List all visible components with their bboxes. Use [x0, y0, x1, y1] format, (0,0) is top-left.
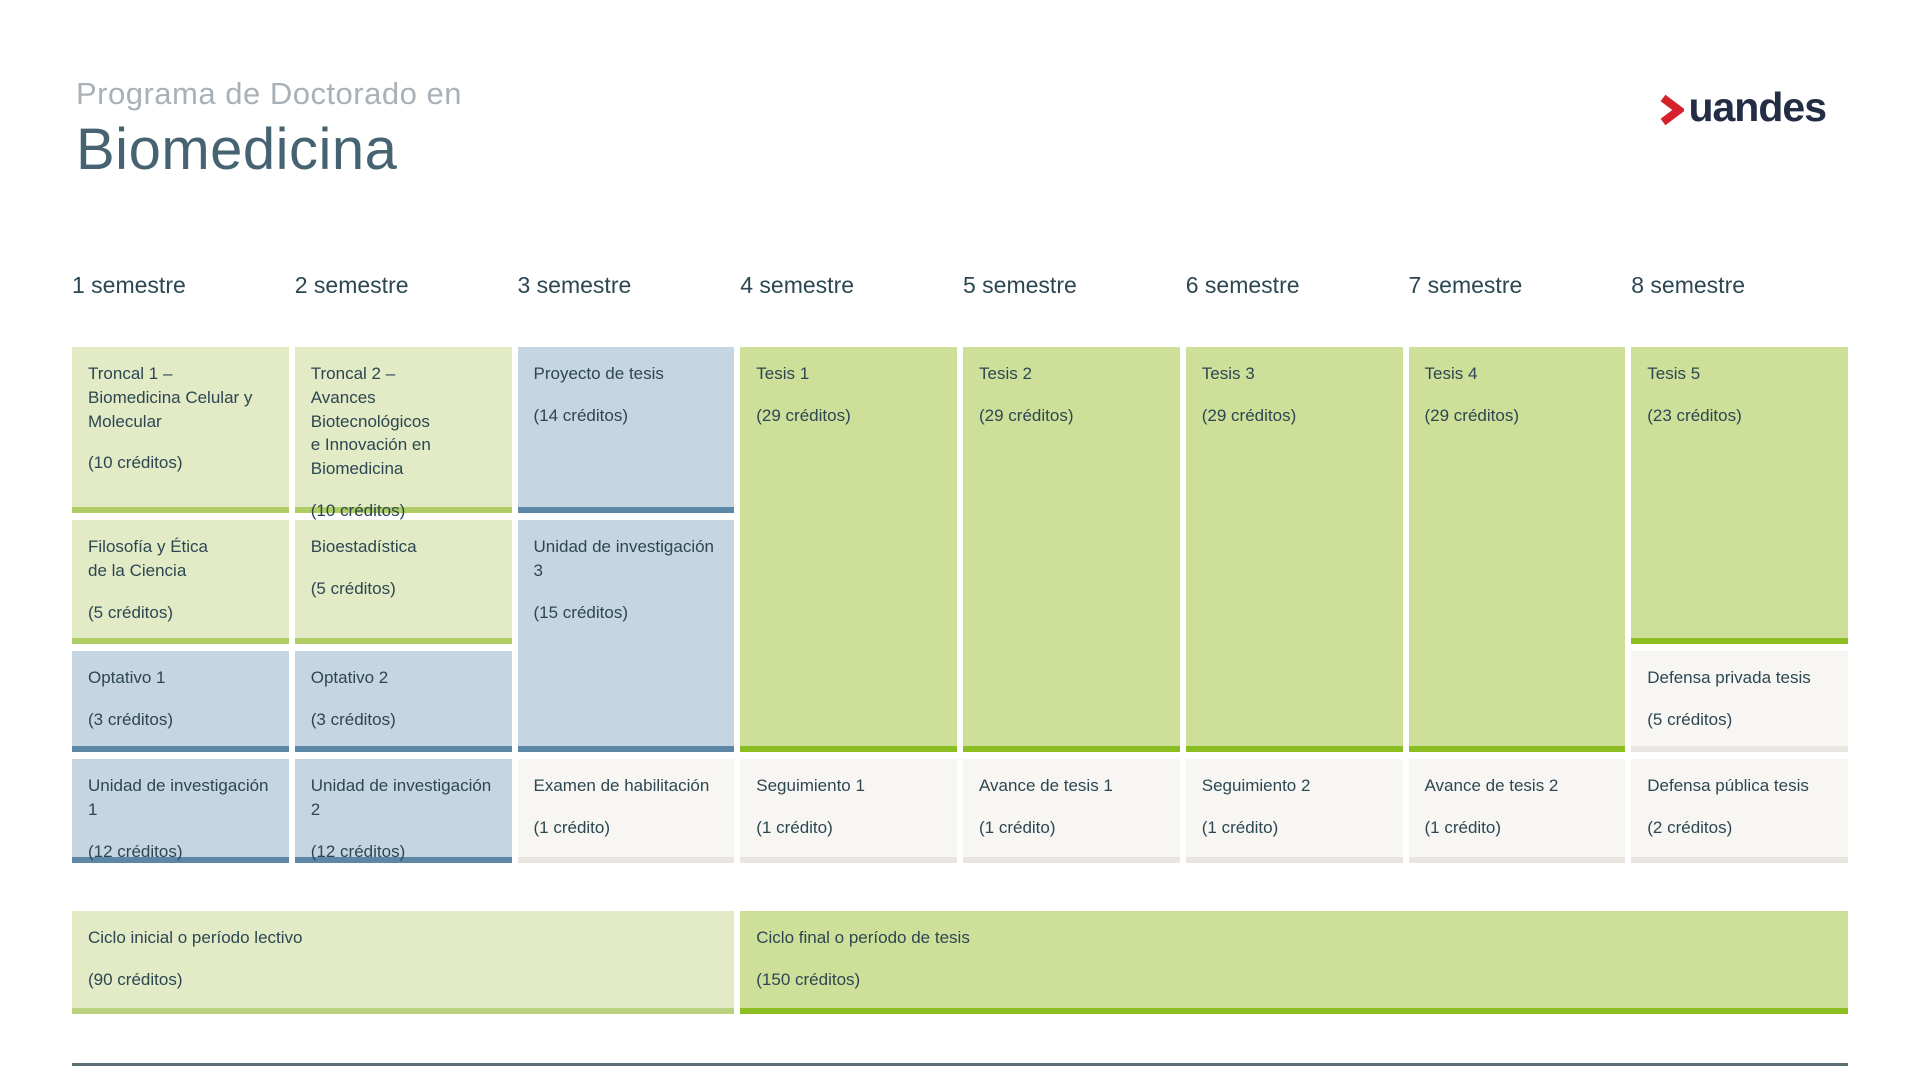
course-title: Avance de tesis 2 [1424, 776, 1559, 795]
course-credits: (12 créditos) [310, 841, 406, 861]
course-title: Optativo 1 [88, 668, 166, 687]
program-title: Biomedicina [76, 116, 398, 182]
card-defensa-privada: Defensa privada tesis (5 créditos) [1631, 651, 1848, 752]
curriculum-content: 1 semestre 2 semestre 3 semestre 4 semes… [72, 272, 1848, 1066]
course-title: Defensa pública tesis [1647, 776, 1809, 795]
card-seguimiento-2: Seguimiento 2 (1 crédito) [1185, 759, 1403, 863]
course-credits: (3 créditos) [310, 709, 396, 729]
course-credits: (10 créditos) [88, 453, 183, 473]
course-title: Tesis 2 [979, 364, 1032, 383]
course-credits: (3 créditos) [88, 709, 174, 729]
summary-credits: (150 créditos) [756, 969, 861, 989]
card-optativo-2: Optativo 2 (3 créditos) [294, 651, 512, 752]
course-title: Tesis 3 [1201, 364, 1255, 383]
summary-credits: (90 créditos) [88, 969, 183, 989]
course-title: Troncal 1 – Biomedicina Celular y Molecu… [88, 364, 253, 431]
card-tesis-1: Tesis 1 (29 créditos) [740, 347, 957, 752]
course-credits: (1 crédito) [756, 817, 833, 837]
card-unidad-investigacion-1: Unidad de investigación 1 (12 créditos) [72, 759, 289, 863]
course-credits: (29 créditos) [1424, 405, 1519, 425]
course-title: Unidad de investigación 1 [88, 776, 269, 819]
course-credits: (15 créditos) [533, 602, 628, 622]
bottom-divider [72, 1063, 1848, 1066]
course-credits: (10 créditos) [310, 500, 406, 520]
summary-card-ciclo-final: Ciclo final o período de tesis (150 créd… [740, 911, 1848, 1014]
card-seguimiento-1: Seguimiento 1 (1 crédito) [740, 759, 957, 863]
semester-header-1: 1 semestre [72, 272, 186, 298]
card-tesis-2: Tesis 2 (29 créditos) [963, 347, 1180, 752]
course-title: Unidad de investigación 2 [310, 776, 492, 819]
course-credits: (29 créditos) [1201, 405, 1297, 425]
semester-header-3: 3 semestre [517, 272, 632, 298]
card-defensa-publica: Defensa pública tesis (2 créditos) [1631, 759, 1848, 863]
card-avance-tesis-1: Avance de tesis 1 (1 crédito) [963, 759, 1180, 863]
course-title: Unidad de investigación 3 [533, 537, 715, 580]
course-credits: (1 crédito) [1201, 817, 1279, 837]
course-title: Tesis 5 [1647, 364, 1701, 383]
course-credits: (5 créditos) [310, 578, 396, 598]
course-title: Filosofía y Ética de la Ciencia [88, 537, 208, 580]
card-bioestadistica: Bioestadística (5 créditos) [294, 520, 512, 644]
summary-title: Ciclo inicial o período lectivo [88, 928, 303, 947]
course-title: Tesis 4 [1424, 364, 1478, 383]
course-title: Seguimiento 1 [756, 776, 865, 795]
semester-header-2: 2 semestre [294, 272, 409, 298]
program-header: Programa de Doctorado en Biomedicina [76, 76, 462, 183]
semester-header-row: 1 semestre 2 semestre 3 semestre 4 semes… [72, 272, 1848, 299]
course-title: Troncal 2 – Avances Biotecnológicos e In… [310, 364, 431, 479]
course-title: Defensa privada tesis [1647, 668, 1811, 687]
course-title: Optativo 2 [310, 668, 389, 687]
course-credits: (29 créditos) [756, 405, 851, 425]
semester-header-8: 8 semestre [1631, 272, 1746, 298]
card-avance-tesis-2: Avance de tesis 2 (1 crédito) [1408, 759, 1626, 863]
course-credits: (29 créditos) [979, 405, 1074, 425]
course-credits: (5 créditos) [1647, 709, 1733, 729]
course-title: Examen de habilitación [533, 776, 710, 795]
card-troncal-1: Troncal 1 – Biomedicina Celular y Molecu… [72, 347, 289, 513]
course-title: Avance de tesis 1 [979, 776, 1113, 795]
logo-chevron-icon [1658, 93, 1685, 127]
card-tesis-3: Tesis 3 (29 créditos) [1185, 347, 1403, 752]
course-credits: (5 créditos) [88, 602, 174, 622]
semester-header-7: 7 semestre [1408, 272, 1523, 298]
uandes-logo: uandes [1658, 84, 1827, 131]
semester-header-4: 4 semestre [740, 272, 855, 298]
card-proyecto-de-tesis: Proyecto de tesis (14 créditos) [517, 347, 735, 513]
program-kicker: Programa de Doctorado en [76, 76, 462, 111]
course-credits: (14 créditos) [533, 405, 628, 425]
card-tesis-5: Tesis 5 (23 créditos) [1631, 347, 1848, 644]
course-credits: (12 créditos) [88, 841, 183, 861]
course-title: Seguimiento 2 [1201, 776, 1311, 795]
card-unidad-investigacion-3: Unidad de investigación 3 (15 créditos) [517, 520, 735, 752]
course-title: Proyecto de tesis [533, 364, 664, 383]
course-credits: (2 créditos) [1647, 817, 1733, 837]
course-credits: (23 créditos) [1647, 405, 1742, 425]
card-troncal-2: Troncal 2 – Avances Biotecnológicos e In… [294, 347, 512, 520]
summary-card-ciclo-inicial: Ciclo inicial o período lectivo (90 créd… [72, 911, 735, 1014]
card-tesis-4: Tesis 4 (29 créditos) [1408, 347, 1626, 752]
card-optativo-1: Optativo 1 (3 créditos) [72, 651, 289, 752]
card-examen-habilitacion: Examen de habilitación (1 crédito) [517, 759, 735, 863]
curriculum-grid: Troncal 1 – Biomedicina Celular y Molecu… [72, 347, 1848, 863]
logo-wordmark: uandes [1688, 84, 1827, 130]
course-credits: (1 crédito) [1424, 817, 1502, 837]
semester-header-6: 6 semestre [1185, 272, 1300, 298]
card-filosofia-etica: Filosofía y Ética de la Ciencia (5 crédi… [72, 520, 289, 644]
semester-header-5: 5 semestre [963, 272, 1077, 298]
cycle-summary-row: Ciclo inicial o período lectivo (90 créd… [72, 911, 1848, 1014]
course-credits: (1 crédito) [533, 817, 611, 837]
course-title: Bioestadística [310, 537, 417, 556]
summary-title: Ciclo final o período de tesis [756, 928, 970, 947]
course-credits: (1 crédito) [979, 817, 1056, 837]
card-unidad-investigacion-2: Unidad de investigación 2 (12 créditos) [294, 759, 512, 863]
course-title: Tesis 1 [756, 364, 810, 383]
